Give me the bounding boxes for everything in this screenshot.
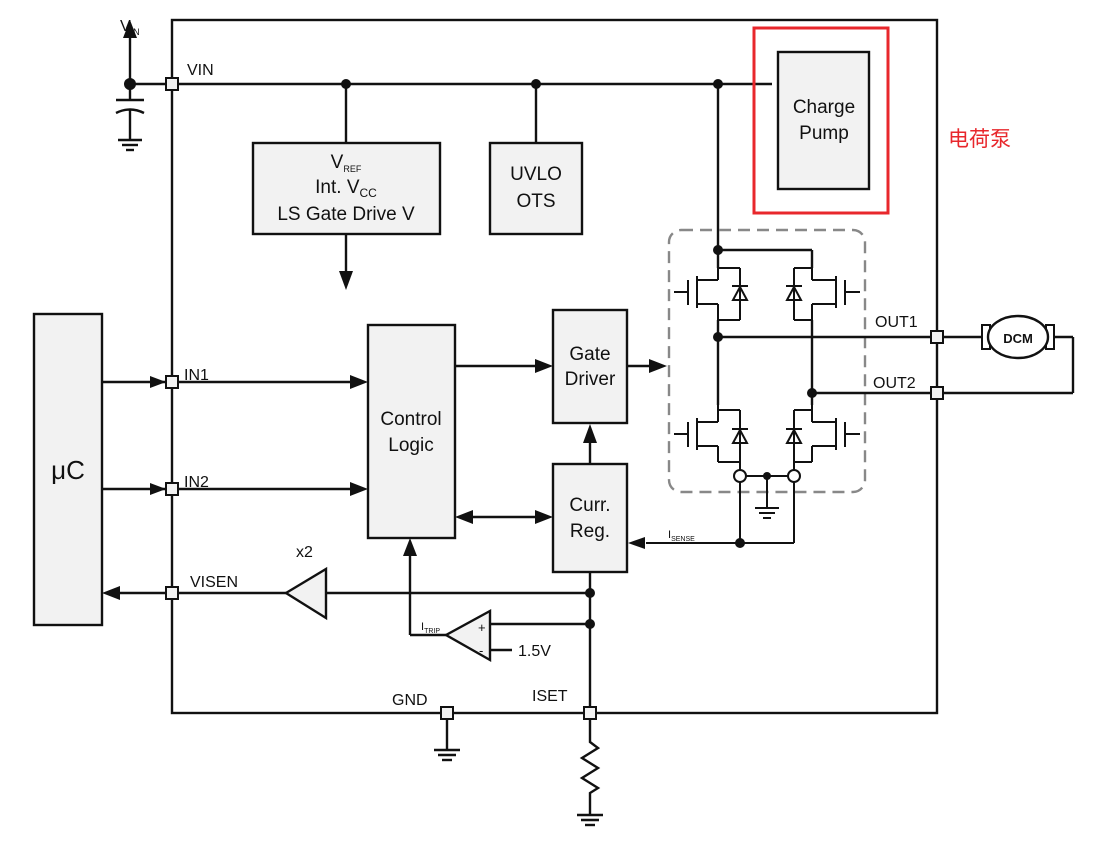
gate-driver-label-2: Driver bbox=[565, 369, 616, 390]
charge-pump-highlight bbox=[752, 26, 890, 215]
charge-pump-label-1: Charge bbox=[793, 97, 855, 118]
comp-plus-label: + bbox=[478, 620, 486, 635]
isense-label: ISENSE bbox=[668, 529, 695, 543]
curr-reg-label-2: Reg. bbox=[570, 521, 610, 542]
in2-pin bbox=[165, 482, 179, 496]
vin-pin bbox=[165, 77, 179, 91]
x2-amplifier bbox=[283, 566, 328, 621]
visen-label: VISEN bbox=[190, 574, 238, 591]
out2-pin bbox=[930, 386, 944, 400]
out1-label: OUT1 bbox=[875, 314, 918, 331]
fet-high-right bbox=[785, 267, 860, 321]
control-logic-label-1: Control bbox=[380, 409, 441, 430]
gate-driver-block bbox=[551, 308, 629, 425]
gnd-pin bbox=[440, 706, 454, 720]
vref-label: VREF bbox=[331, 152, 362, 174]
ic-boundary bbox=[170, 18, 939, 715]
uvlo-label: UVLO bbox=[510, 164, 562, 185]
comp-minus-label: - bbox=[479, 643, 483, 658]
fet-low-left bbox=[674, 405, 749, 463]
h-bridge-outline bbox=[667, 228, 867, 494]
vin-pin-label: VIN bbox=[187, 62, 214, 79]
gnd-label: GND bbox=[392, 692, 428, 709]
out2-label: OUT2 bbox=[873, 375, 916, 392]
control-logic-block bbox=[366, 323, 457, 540]
in1-label: IN1 bbox=[184, 367, 209, 384]
gate-driver-label-1: Gate bbox=[569, 344, 610, 365]
charge-pump-label-2: Pump bbox=[799, 123, 849, 144]
intvcc-label: Int. VCC bbox=[315, 177, 377, 200]
itrip-label: ITRIP bbox=[421, 621, 440, 635]
gain-label: x2 bbox=[296, 544, 313, 561]
ls-gate-label: LS Gate Drive V bbox=[277, 204, 415, 225]
vin-supply-label: VIN bbox=[120, 18, 140, 37]
itrip-comparator bbox=[443, 608, 492, 663]
out1-pin bbox=[930, 330, 944, 344]
iset-pin bbox=[583, 706, 597, 720]
ref-voltage-label: 1.5V bbox=[518, 643, 551, 660]
charge-pump-note: 电荷泵 bbox=[948, 128, 1011, 151]
ots-label: OTS bbox=[516, 191, 555, 212]
motor-label: DCM bbox=[1003, 331, 1033, 346]
uvlo-ots-block bbox=[488, 141, 584, 236]
dc-motor bbox=[981, 314, 1055, 360]
iset-label: ISET bbox=[532, 688, 568, 705]
in1-pin bbox=[165, 375, 179, 389]
microcontroller-label: μC bbox=[51, 455, 85, 485]
curr-reg-label-1: Curr. bbox=[569, 495, 610, 516]
fet-high-left bbox=[674, 267, 749, 321]
charge-pump-block bbox=[776, 50, 871, 191]
vref-block bbox=[251, 141, 442, 236]
curr-reg-block bbox=[551, 462, 629, 574]
fet-low-right bbox=[785, 405, 860, 463]
visen-pin bbox=[165, 586, 179, 600]
microcontroller-block bbox=[32, 312, 104, 627]
control-logic-label-2: Logic bbox=[388, 435, 433, 456]
vin-supply bbox=[115, 20, 172, 152]
in2-label: IN2 bbox=[184, 474, 209, 491]
iset-resistor bbox=[577, 719, 603, 827]
